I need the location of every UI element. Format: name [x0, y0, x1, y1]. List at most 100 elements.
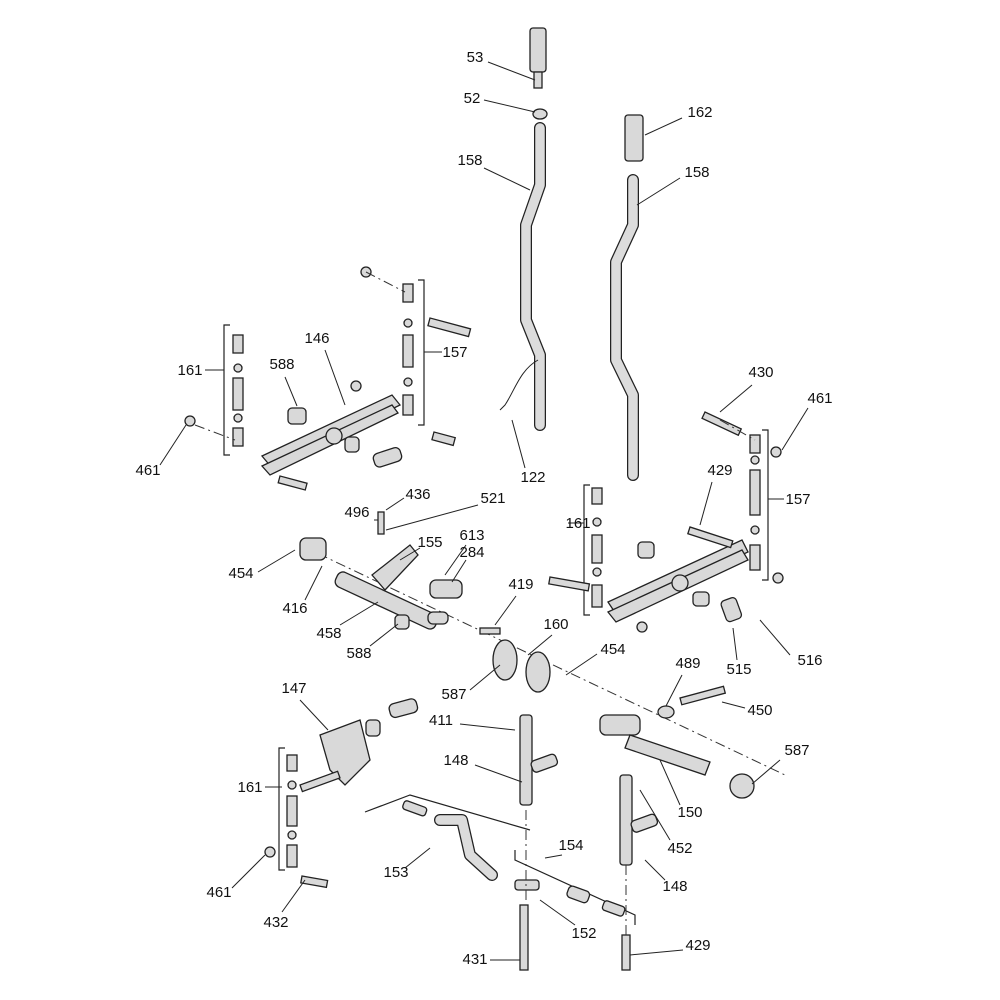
callout-label-436: 436 — [405, 486, 430, 503]
leader-line — [257, 549, 296, 573]
leader-line — [399, 547, 421, 561]
leader-line — [665, 674, 683, 707]
leader-line — [459, 723, 516, 731]
callout-label-489: 489 — [675, 655, 700, 672]
leader-line — [159, 424, 187, 466]
callout-label-155: 155 — [417, 534, 442, 551]
rod-end-stack-right — [591, 487, 603, 608]
callout-label-432: 432 — [263, 914, 288, 931]
callout-label-516: 516 — [797, 652, 822, 669]
leader-line — [281, 879, 306, 913]
leader-line — [339, 601, 379, 626]
callout-label-454: 454 — [600, 641, 625, 658]
leader-line — [304, 565, 323, 601]
leader-line — [639, 789, 671, 841]
leader-line — [284, 376, 298, 407]
leader-line — [565, 653, 598, 676]
leader-line — [324, 349, 346, 406]
callout-label-150: 150 — [677, 804, 702, 821]
leader-line — [636, 177, 681, 206]
leader-line — [719, 384, 753, 413]
callout-label-53: 53 — [467, 49, 484, 66]
leader-line — [751, 759, 781, 785]
callout-label-411: 411 — [429, 712, 453, 729]
callout-label-461: 461 — [807, 390, 832, 407]
leader-line — [644, 117, 683, 136]
nut-part — [532, 108, 548, 120]
leader-line — [451, 559, 467, 583]
callout-label-521: 521 — [480, 490, 505, 507]
callout-label-458: 458 — [316, 625, 341, 642]
rod-end-stack-157 — [402, 283, 414, 416]
bearing-left — [299, 537, 327, 561]
leader-line — [629, 949, 684, 956]
callout-label-157: 157 — [785, 491, 810, 508]
callout-label-452: 452 — [667, 840, 692, 857]
callout-label-461: 461 — [135, 462, 160, 479]
leader-line — [385, 497, 405, 511]
rod-end-stack-157-right — [749, 434, 761, 571]
leader-line — [404, 847, 431, 869]
leader-line — [527, 634, 553, 656]
arm-147 — [319, 719, 371, 786]
leader-line — [781, 407, 809, 451]
callout-label-430: 430 — [748, 364, 773, 381]
callout-label-148: 148 — [443, 752, 468, 769]
leader-line — [659, 759, 681, 806]
callout-label-152: 152 — [571, 925, 596, 942]
callout-label-450: 450 — [747, 702, 772, 719]
bearing-587 — [492, 639, 518, 681]
leader-line — [385, 504, 479, 531]
leader-line — [732, 627, 738, 661]
callout-label-416: 416 — [282, 600, 307, 617]
leader-lines — [159, 61, 809, 961]
callout-label-588: 588 — [269, 356, 294, 373]
callout-label-160: 160 — [543, 616, 568, 633]
leader-line — [494, 595, 517, 626]
callout-label-158: 158 — [684, 164, 709, 181]
callout-label-161: 161 — [177, 362, 202, 379]
callout-label-146: 146 — [304, 330, 329, 347]
rod-end-stack-left — [232, 334, 244, 447]
leader-line — [759, 619, 791, 656]
leader-line — [369, 623, 399, 647]
knob-part-right — [624, 114, 644, 162]
knob-stud-part — [533, 71, 543, 89]
leader-line — [483, 99, 536, 113]
leader-line — [444, 544, 467, 576]
callout-label-157: 157 — [442, 344, 467, 361]
callout-label-122: 122 — [520, 469, 545, 486]
leader-line — [539, 899, 576, 926]
callout-label-158: 158 — [457, 152, 482, 169]
leader-line — [469, 664, 501, 691]
callout-label-429: 429 — [707, 462, 732, 479]
callout-label-515: 515 — [726, 661, 751, 678]
leader-line — [231, 854, 266, 889]
callout-label-148: 148 — [662, 878, 687, 895]
callout-label-162: 162 — [687, 104, 712, 121]
leader-line — [644, 859, 666, 881]
callout-label-431: 431 — [462, 951, 487, 968]
callout-label-154: 154 — [558, 837, 583, 854]
callout-label-613: 613 — [459, 527, 484, 544]
callout-label-419: 419 — [508, 576, 533, 593]
leader-line — [721, 701, 746, 709]
callout-label-587: 587 — [784, 742, 809, 759]
callout-label-52: 52 — [464, 90, 481, 107]
callout-label-496: 496 — [344, 504, 369, 521]
leader-line — [699, 481, 713, 526]
leader-line — [299, 699, 329, 731]
callout-label-588: 588 — [346, 645, 371, 662]
knob-part — [529, 27, 547, 73]
leader-line — [474, 764, 523, 783]
callout-label-161: 161 — [565, 515, 590, 532]
callout-labels: 53 52 158 162 158 146 161 588 157 430 461 122 461 429… — [135, 49, 832, 968]
callout-label-429: 429 — [685, 937, 710, 954]
leader-line — [544, 854, 563, 859]
arm-150 — [624, 734, 711, 776]
rod-end-stack-lower — [286, 754, 298, 868]
parts-drawing — [184, 27, 786, 971]
callout-label-461: 461 — [206, 884, 231, 901]
